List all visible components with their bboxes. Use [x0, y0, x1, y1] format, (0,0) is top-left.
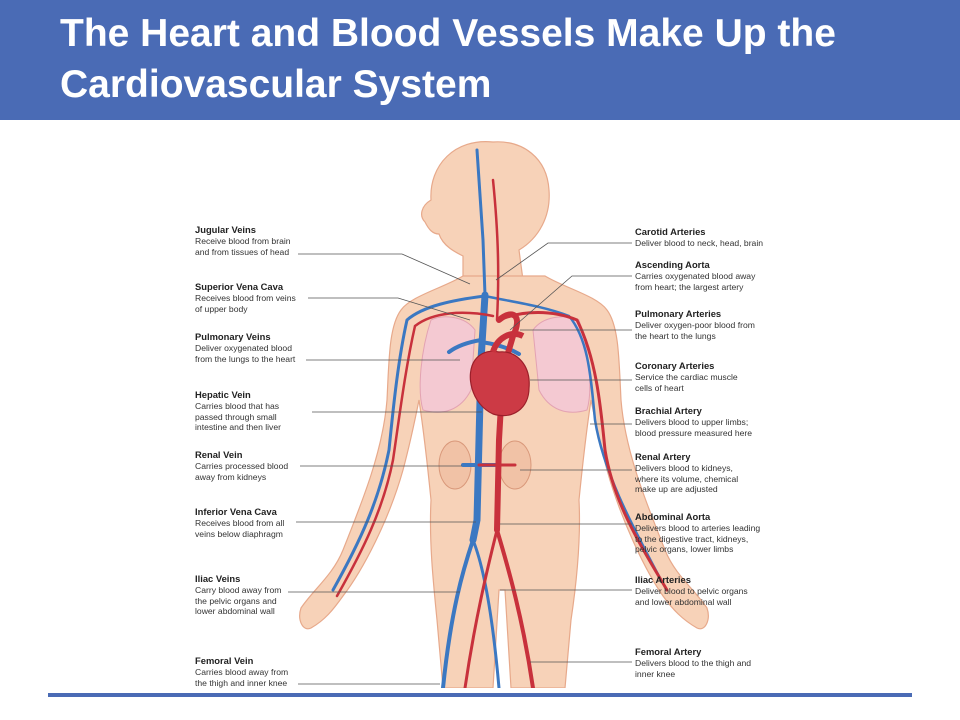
lungs	[419, 316, 591, 413]
label-heading: Ascending Aorta	[635, 259, 710, 270]
label-description: Delivers blood to the thigh and inner kn…	[635, 658, 752, 679]
label-heading: Pulmonary Veins	[195, 331, 271, 342]
label-heading: Coronary Arteries	[635, 360, 715, 371]
label-hepatic-vein: Hepatic Vein Carries blood that has pass…	[195, 389, 281, 433]
label-description: Delivers blood to arteries leading to th…	[635, 523, 761, 555]
label-description: Service the cardiac muscle cells of hear…	[635, 372, 738, 393]
label-coronary-arteries: Coronary Arteries Service the cardiac mu…	[635, 360, 738, 393]
label-renal-artery: Renal Artery Delivers blood to kidneys, …	[635, 451, 738, 495]
label-description: Delivers blood to upper limbs; blood pre…	[635, 417, 753, 438]
label-brachial-artery: Brachial Artery Delivers blood to upper …	[635, 405, 752, 438]
label-pulmonary-arteries: Pulmonary Arteries Deliver oxygen-poor b…	[635, 308, 755, 341]
label-description: Carries blood away from the thigh and in…	[195, 667, 289, 688]
label-description: Receives blood from all veins below diap…	[195, 518, 285, 539]
label-description: Carries oxygenated blood away from heart…	[635, 271, 756, 292]
label-renal-vein: Renal Vein Carries processed blood away …	[195, 449, 288, 482]
label-heading: Renal Artery	[635, 451, 691, 462]
label-heading: Femoral Artery	[635, 646, 702, 657]
label-inferior-vena-cava: Inferior Vena Cava Receives blood from a…	[195, 506, 284, 539]
label-heading: Abdominal Aorta	[635, 511, 711, 522]
label-description: Deliver blood to pelvic organs and lower…	[635, 586, 748, 607]
label-heading: Femoral Vein	[195, 655, 254, 666]
label-heading: Renal Vein	[195, 449, 243, 460]
label-description: Deliver oxygen-poor blood from the heart…	[635, 320, 755, 341]
label-description: Deliver oxygenated blood from the lungs …	[195, 343, 296, 364]
label-jugular-veins: Jugular Veins Receive blood from brain a…	[195, 224, 291, 257]
label-pulmonary-veins: Pulmonary Veins Deliver oxygenated blood…	[195, 331, 295, 364]
label-heading: Inferior Vena Cava	[195, 506, 277, 517]
label-heading: Pulmonary Arteries	[635, 308, 722, 319]
label-description: Receive blood from brain and from tissue…	[195, 236, 291, 257]
label-heading: Iliac Veins	[195, 573, 241, 584]
label-iliac-veins: Iliac Veins Carry blood away from the pe…	[195, 573, 281, 617]
label-heading: Hepatic Vein	[195, 389, 251, 400]
label-heading: Carotid Arteries	[635, 226, 706, 237]
label-superior-vena-cava: Superior Vena Cava Receives blood from v…	[195, 281, 296, 314]
label-description: Deliver blood to neck, head, brain	[635, 238, 764, 248]
label-description: Carries blood that has passed through sm…	[195, 401, 281, 433]
slide-title: The Heart and Blood Vessels Make Up the …	[60, 12, 836, 106]
label-description: Carries processed blood away from kidney…	[195, 461, 289, 482]
label-femoral-vein: Femoral Vein Carries blood away from the…	[195, 655, 288, 688]
label-description: Delivers blood to kidneys, where its vol…	[635, 463, 739, 495]
label-abdominal-aorta: Abdominal Aorta Delivers blood to arteri…	[635, 511, 760, 555]
label-heading: Brachial Artery	[635, 405, 702, 416]
title-bar: The Heart and Blood Vessels Make Up the …	[0, 0, 960, 120]
label-heading: Iliac Arteries	[635, 574, 691, 585]
bottom-rule	[48, 693, 912, 697]
label-description: Receives blood from veins of upper body	[195, 293, 296, 314]
cardiovascular-illustration	[193, 120, 777, 688]
label-heading: Superior Vena Cava	[195, 281, 284, 292]
label-carotid-arteries: Carotid Arteries Deliver blood to neck, …	[635, 226, 763, 249]
label-ascending-aorta: Ascending Aorta Carries oxygenated blood…	[635, 259, 755, 292]
label-description: Carry blood away from the pelvic organs …	[195, 585, 282, 617]
label-iliac-arteries: Iliac Arteries Deliver blood to pelvic o…	[635, 574, 748, 607]
label-heading: Jugular Veins	[195, 224, 256, 235]
heart	[469, 331, 530, 417]
label-femoral-artery: Femoral Artery Delivers blood to the thi…	[635, 646, 751, 679]
